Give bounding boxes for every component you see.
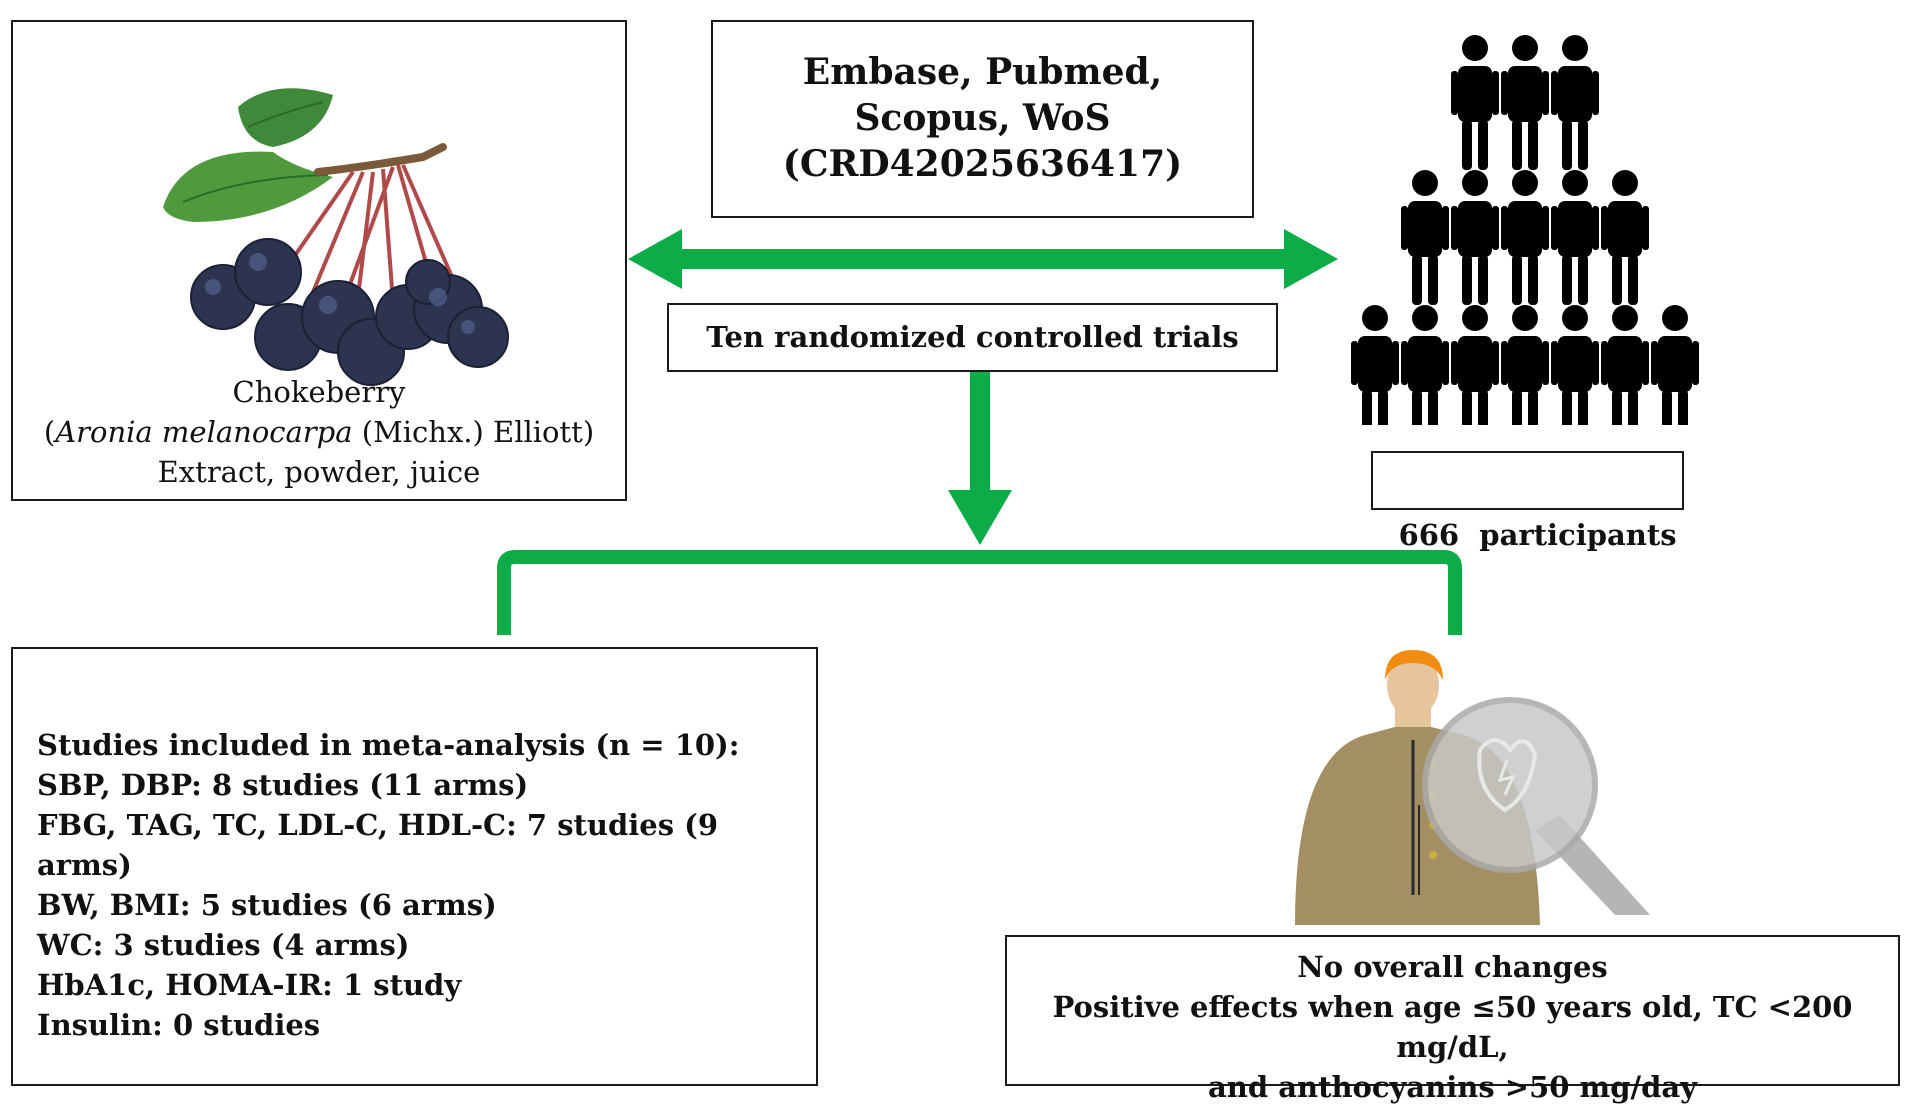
- registration-id: (CRD42025636417): [782, 143, 1183, 185]
- databases-box: Embase, Pubmed, Scopus, WoS (CRD42025636…: [711, 20, 1254, 218]
- study-item: Insulin: 0 studies: [37, 1008, 321, 1042]
- paren-open: (: [43, 415, 56, 449]
- databases-line-2: Scopus, WoS: [854, 97, 1111, 139]
- plant-scientific-line: (Aronia melanocarpa (Michx.) Elliott): [13, 412, 625, 452]
- outcome-line-2: Positive effects when age ≤50 years old,…: [1052, 990, 1853, 1064]
- databases-line-1: Embase, Pubmed,: [802, 51, 1163, 93]
- trials-label: Ten randomized controlled trials: [706, 320, 1239, 354]
- outcome-line-1: No overall changes: [1297, 950, 1608, 984]
- double-arrow: [628, 229, 1338, 289]
- participants-box: 666 participants: [1371, 451, 1684, 552]
- studies-heading: Studies included in meta-analysis (n = 1…: [37, 728, 740, 762]
- person-magnifier-icon: [1295, 650, 1650, 925]
- plant-name: Chokeberry: [232, 375, 406, 409]
- outcome-line-3: and anthocyanins >50 mg/day: [1207, 1070, 1698, 1104]
- plant-forms: Extract, powder, juice: [157, 455, 481, 489]
- chokeberry-illustration: [163, 88, 509, 386]
- study-item: BW, BMI: 5 studies (6 arms): [37, 888, 497, 922]
- down-arrow: [948, 372, 1012, 545]
- plant-caption: Chokeberry (Aronia melanocarpa (Michx.) …: [13, 372, 625, 492]
- branch-bracket: [497, 550, 1462, 635]
- study-item: FBG, TAG, TC, LDL-C, HDL-C: 7 studies (9…: [37, 808, 719, 882]
- outcome-box: No overall changes Positive effects when…: [1005, 935, 1900, 1104]
- plant-box: Chokeberry (Aronia melanocarpa (Michx.) …: [11, 20, 627, 501]
- study-item: WC: 3 studies (4 arms): [37, 928, 410, 962]
- study-item: HbA1c, HOMA-IR: 1 study: [37, 968, 462, 1002]
- participants-label: 666 participants: [1398, 518, 1677, 552]
- study-item: SBP, DBP: 8 studies (11 arms): [37, 768, 529, 802]
- plant-authority: (Michx.) Elliott): [352, 415, 595, 449]
- studies-box: Studies included in meta-analysis (n = 1…: [11, 647, 818, 1086]
- people-pyramid-icon: [1351, 35, 1699, 425]
- plant-scientific-name: Aronia melanocarpa: [55, 415, 353, 449]
- trials-box: Ten randomized controlled trials: [667, 303, 1278, 372]
